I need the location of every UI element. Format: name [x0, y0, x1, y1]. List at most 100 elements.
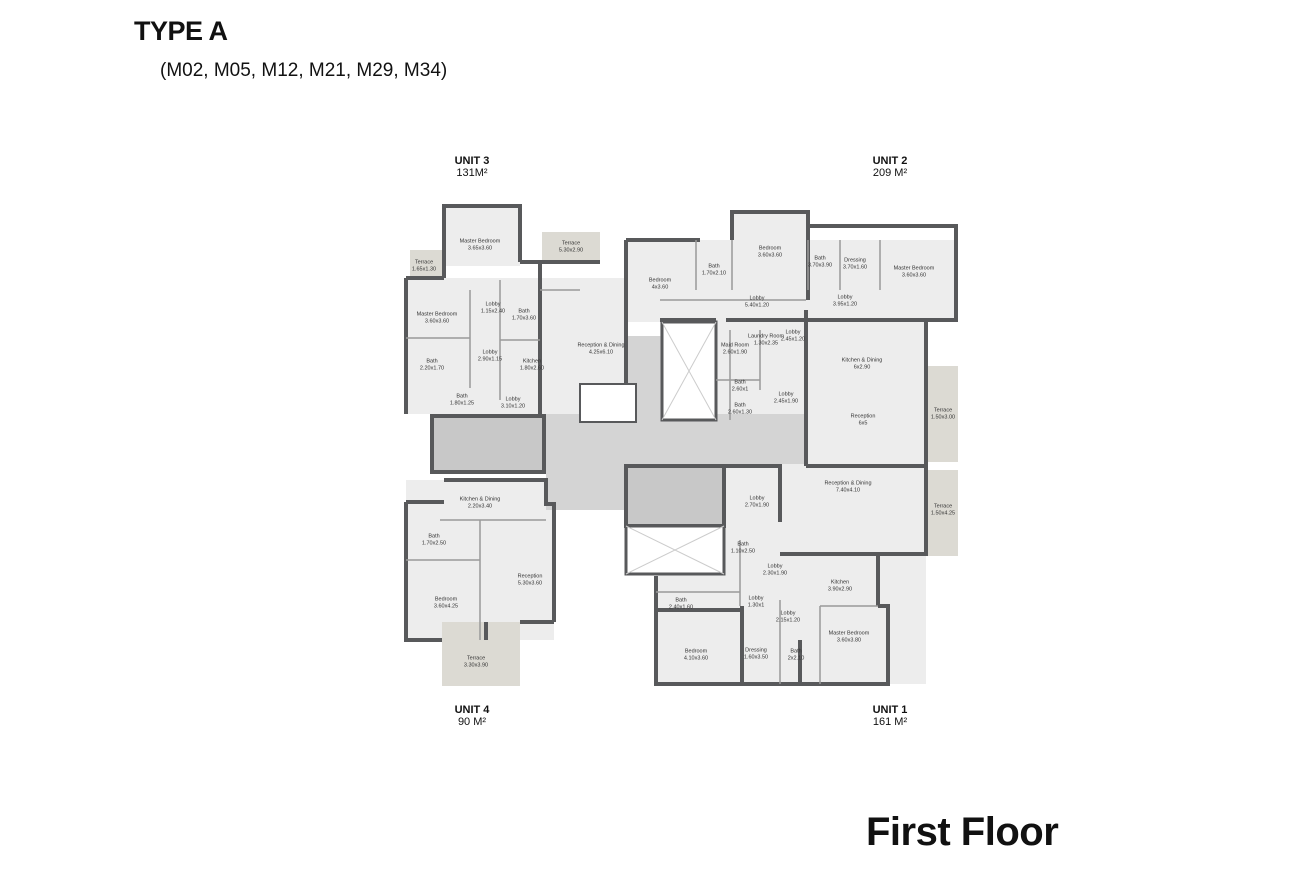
room-name: Lobby [485, 301, 501, 308]
stairs [430, 414, 546, 474]
unit-area: 209 M² [872, 167, 908, 179]
room-name: Dressing [745, 647, 767, 654]
room-name: Bath [734, 402, 746, 409]
room-dimensions: 1.80x1.25 [449, 400, 475, 406]
room-dimensions: 3.10x1.20 [500, 403, 526, 409]
room-dimensions: 1.70x3.60 [511, 315, 537, 321]
room-dimensions: 3.95x1.20 [832, 301, 858, 307]
unit-name: UNIT 3 [454, 155, 490, 167]
terrace [928, 470, 958, 556]
room-dimensions: 6x5 [858, 420, 868, 426]
room-name: Lobby [505, 396, 521, 403]
terrace [542, 232, 600, 262]
building-core [430, 320, 806, 576]
room-name: Bath [790, 648, 802, 655]
room-dimensions: 6x2.90 [853, 364, 871, 370]
corridor [546, 464, 624, 510]
room-dimensions: 2.60x1 [731, 386, 749, 392]
room-dimensions: 1.60x3.50 [743, 654, 769, 660]
room-dimensions: 2x2.10 [787, 655, 805, 661]
shaft-cross [625, 525, 725, 575]
room-dimensions: 3.60x3.80 [836, 637, 862, 643]
room-dimensions: 5.40x1.20 [744, 302, 770, 308]
unit-codes: (M02, M05, M12, M21, M29, M34) [160, 60, 448, 81]
room-name: Lobby [749, 295, 765, 302]
terrace [928, 366, 958, 462]
room-dimensions: 7.40x4.10 [835, 487, 861, 493]
unit-area: 131M² [456, 167, 488, 179]
unit-2-floor [626, 240, 956, 322]
room-dimensions: 2.70x1.90 [744, 502, 770, 508]
room-name: Maid Room [720, 342, 750, 349]
room-name: Lobby [749, 495, 765, 502]
room-name: Bath [734, 379, 746, 386]
room-dimensions: 5.30x2.90 [558, 247, 584, 253]
room-dimensions: 2.60x1.30 [727, 409, 753, 415]
room-dimensions: 3.60x3.60 [901, 272, 927, 278]
room-dimensions: 2.20x3.40 [467, 503, 493, 509]
room-name: Bath [426, 358, 438, 365]
room-dimensions: 2.20x1.70 [419, 365, 445, 371]
room-name: Lobby [780, 610, 796, 617]
room-name: Reception & Dining [577, 342, 625, 349]
room-name: Master Bedroom [416, 311, 458, 318]
room-name: Lobby [837, 294, 853, 301]
unit-2-floor [732, 212, 808, 242]
room-dimensions: 1.15x2.40 [480, 308, 506, 314]
shaft [579, 383, 637, 423]
room-name: Master Bedroom [893, 265, 935, 272]
room-name: Bath [518, 308, 530, 315]
unit-3-floor [444, 206, 520, 266]
room-name: Master Bedroom [828, 630, 870, 637]
room-dimensions: 1.70x2.10 [701, 270, 727, 276]
room-dimensions: 2.15x1.20 [775, 617, 801, 623]
room-dimensions: 2.45x1.20 [780, 336, 806, 342]
room-dimensions: 2.40x1.60 [668, 604, 694, 610]
room-dimensions: 3.60x4.25 [433, 603, 459, 609]
unit-name: UNIT 2 [872, 155, 908, 167]
room-name: Bath [708, 263, 720, 270]
terraces [410, 232, 958, 686]
room-name: Reception [850, 413, 876, 420]
room-name: Bedroom [684, 648, 708, 655]
room-name: Lobby [778, 391, 794, 398]
room-dimensions: 3.65x3.60 [467, 245, 493, 251]
room-name: Kitchen [830, 579, 850, 586]
room-name: Bedroom [434, 596, 458, 603]
room-dimensions: 2.60x1.90 [722, 349, 748, 355]
